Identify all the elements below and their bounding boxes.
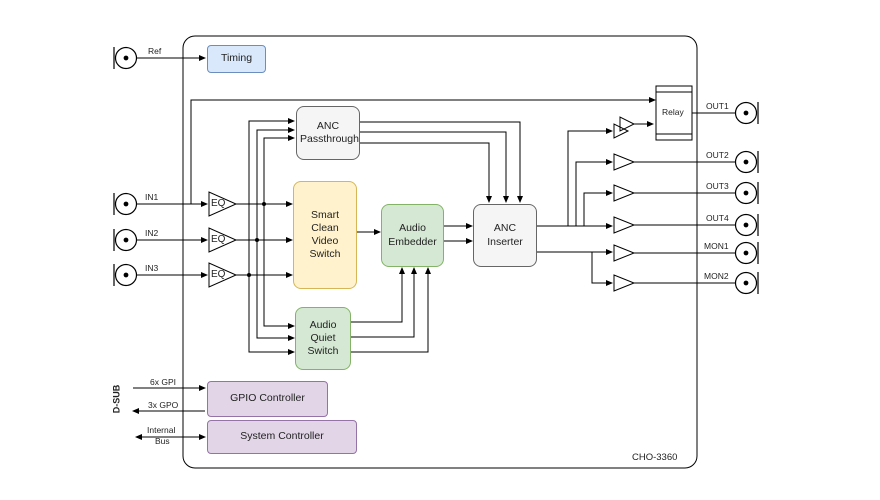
in3-label: IN3 bbox=[145, 263, 159, 273]
gpo-label: 3x GPO bbox=[148, 400, 179, 410]
anc-inserter-label: ANC Inserter bbox=[487, 222, 523, 248]
ref-label: Ref bbox=[148, 46, 162, 56]
bus-label: Bus bbox=[155, 436, 170, 446]
ancpass-wire-2 bbox=[360, 131, 509, 203]
dsub-label: D-SUB bbox=[111, 384, 122, 414]
out4-label: OUT4 bbox=[706, 213, 729, 223]
in1-label: IN1 bbox=[145, 192, 159, 202]
model-label: CHO-3360 bbox=[632, 452, 678, 463]
system-controller-label: System Controller bbox=[240, 430, 324, 443]
buffer-mon1 bbox=[613, 244, 636, 262]
junction-dots bbox=[247, 202, 266, 277]
bypass-wire bbox=[190, 97, 656, 204]
bus-in3-aqs bbox=[248, 275, 295, 355]
bnc-out4-connector bbox=[734, 213, 759, 237]
buffer-out1b bbox=[619, 116, 636, 132]
out3-label: OUT3 bbox=[706, 181, 729, 191]
buffer-out2 bbox=[613, 153, 636, 171]
aqs-to-emb-3 bbox=[351, 267, 431, 353]
bnc-ref-connector bbox=[113, 46, 138, 70]
audio-quiet-switch-label: Audio Quiet Switch bbox=[307, 318, 339, 358]
bnc-in2-connector bbox=[113, 228, 138, 252]
buffer-out4 bbox=[613, 216, 636, 234]
gpio-controller-block: GPIO Controller bbox=[207, 381, 328, 417]
ins-out-a bbox=[567, 128, 613, 226]
gpi-label: 6x GPI bbox=[150, 377, 176, 387]
bus-in3 bbox=[248, 118, 295, 275]
gpio-controller-label: GPIO Controller bbox=[230, 392, 305, 405]
smart-clean-video-switch-block: Smart Clean Video Switch bbox=[293, 181, 357, 289]
eq2-triangle bbox=[208, 227, 238, 253]
bnc-out2-connector bbox=[734, 150, 759, 174]
eq3-triangle bbox=[208, 262, 238, 288]
ins-out-b bbox=[575, 159, 613, 226]
anc-passthrough-block: ANC Passthrough bbox=[296, 106, 360, 160]
bnc-out1-connector bbox=[734, 101, 759, 125]
eq1-triangle bbox=[208, 191, 238, 217]
mon1-label: MON1 bbox=[704, 241, 729, 251]
ins-out-mon2 bbox=[591, 252, 613, 286]
mon2-label: MON2 bbox=[704, 271, 729, 281]
buffer-mon2 bbox=[613, 274, 636, 292]
bnc-out3-connector bbox=[734, 181, 759, 205]
buffer-out3 bbox=[613, 184, 636, 202]
bnc-in1-connector bbox=[113, 192, 138, 216]
ancpass-wire-1 bbox=[360, 121, 523, 203]
relay-box bbox=[655, 85, 693, 141]
system-controller-block: System Controller bbox=[207, 420, 357, 454]
eq1-label: EQ bbox=[211, 198, 226, 209]
timing-label: Timing bbox=[220, 52, 253, 65]
audio-quiet-switch-block: Audio Quiet Switch bbox=[295, 307, 351, 370]
bus-in2-aqs bbox=[256, 240, 295, 341]
timing-block: Timing bbox=[207, 45, 266, 73]
bus-in2 bbox=[256, 127, 295, 240]
internal-label: Internal bbox=[147, 425, 176, 435]
bus-in1 bbox=[263, 135, 295, 204]
in2-label: IN2 bbox=[145, 228, 159, 238]
bnc-in3-connector bbox=[113, 263, 138, 287]
eq3-label: EQ bbox=[211, 269, 226, 280]
aqs-to-emb-2 bbox=[351, 267, 417, 338]
relay-label: Relay bbox=[662, 107, 684, 117]
bnc-mon1-connector bbox=[734, 241, 759, 265]
bus-in1-aqs bbox=[263, 204, 295, 329]
bnc-mon2-connector bbox=[734, 271, 759, 295]
audio-embedder-label: Audio Embedder bbox=[388, 222, 437, 248]
out2-label: OUT2 bbox=[706, 150, 729, 160]
eq2-label: EQ bbox=[211, 234, 226, 245]
anc-passthrough-label: ANC Passthrough bbox=[300, 119, 359, 145]
aqs-to-emb-1 bbox=[351, 267, 405, 323]
anc-inserter-block: ANC Inserter bbox=[473, 204, 537, 267]
out1-label: OUT1 bbox=[706, 101, 729, 111]
ins-out-c bbox=[583, 190, 613, 226]
smart-clean-video-switch-label: Smart Clean Video Switch bbox=[309, 208, 341, 261]
ancpass-wire-3 bbox=[360, 142, 492, 203]
audio-embedder-block: Audio Embedder bbox=[381, 204, 444, 267]
